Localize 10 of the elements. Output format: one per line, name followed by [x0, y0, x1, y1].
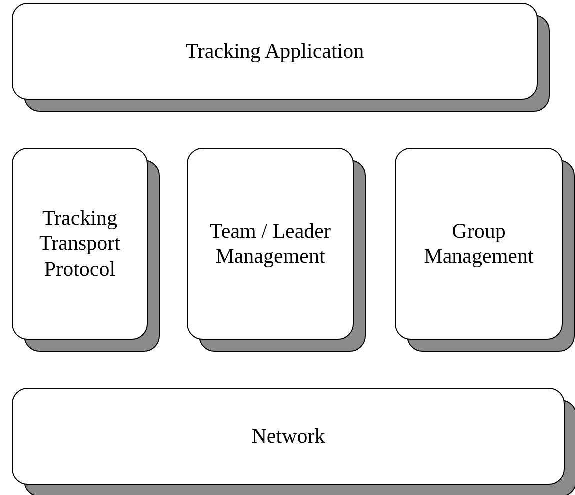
layer-box: [187, 148, 354, 340]
layer-label: Tracking Application: [186, 38, 364, 64]
layer-box: [12, 388, 565, 485]
layer-box: [12, 148, 148, 340]
layer-box: [395, 148, 563, 340]
layer-label: Network: [252, 424, 326, 450]
layer-label: Tracking Transport Protocol: [38, 206, 122, 282]
layer-label: Group Management: [423, 218, 535, 270]
layer-label: Team / Leader Management: [209, 218, 332, 270]
layer-box: [12, 3, 538, 100]
